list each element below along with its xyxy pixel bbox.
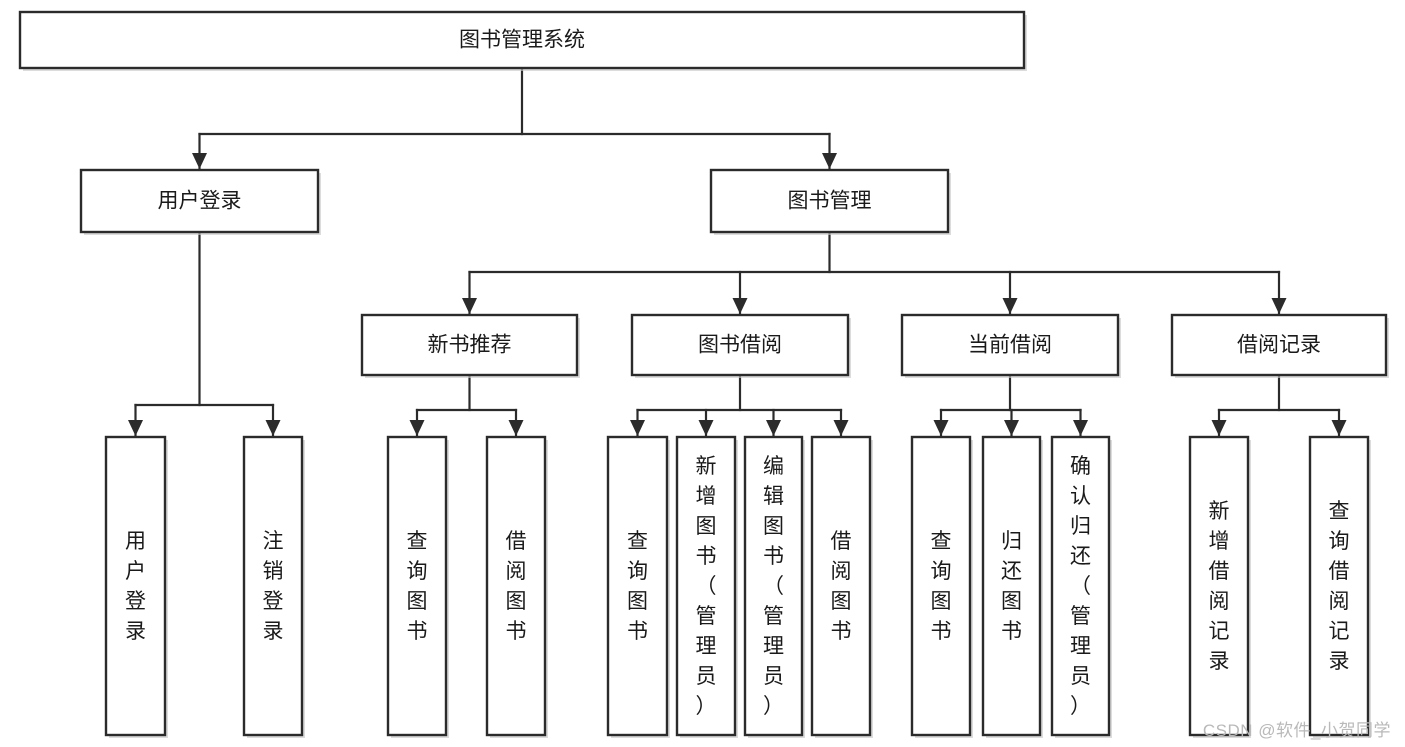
arrow-head-icon (1271, 298, 1287, 314)
arrow-head-icon (192, 153, 207, 169)
node-rect[interactable] (360, 313, 579, 377)
node-label: 当前借阅 (968, 334, 1052, 357)
node-leaf_edit_book[interactable]: 编辑图书（管理员） (743, 435, 805, 738)
arrow-head-icon (822, 153, 837, 169)
node-label: 确认归还（管理员） (1070, 455, 1091, 718)
node-rect[interactable] (709, 168, 950, 234)
node-leaf_add_record[interactable]: 新增借阅记录 (1188, 435, 1251, 738)
node-leaf_borrow_book_b[interactable]: 借阅图书 (810, 435, 873, 738)
arrow-head-icon (630, 420, 645, 436)
node-leaf_borrow_book_a[interactable]: 借阅图书 (485, 435, 548, 738)
node-rect[interactable] (900, 313, 1120, 377)
node-rect[interactable] (810, 435, 872, 737)
node-leaf_user_login[interactable]: 用户登录 (104, 435, 168, 738)
node-rect[interactable] (104, 435, 167, 737)
arrow-head-icon (265, 420, 281, 436)
node-rect[interactable] (1188, 435, 1250, 737)
node-rect[interactable] (606, 435, 669, 737)
arrow-head-icon (128, 420, 143, 436)
node-label: 借阅图书 (831, 530, 852, 643)
node-rect[interactable] (910, 435, 972, 737)
node-label: 用户登录 (125, 530, 146, 643)
node-label: 新增借阅记录 (1209, 500, 1230, 673)
node-label: 新书推荐 (428, 334, 512, 357)
node-rect[interactable] (675, 435, 737, 737)
node-user_login[interactable]: 用户登录 (79, 168, 321, 235)
node-rect[interactable] (1308, 435, 1370, 737)
arrow-head-icon (1211, 420, 1227, 436)
node-label: 新增图书（管理员） (696, 455, 717, 718)
node-layer: 图书管理系统用户登录图书管理新书推荐图书借阅当前借阅借阅记录用户登录注销登录查询… (18, 10, 1389, 738)
node-label: 查询图书 (407, 530, 428, 643)
node-leaf_confirm_return[interactable]: 确认归还（管理员） (1050, 435, 1112, 738)
arrow-head-icon (933, 420, 949, 436)
arrow-head-icon (1004, 420, 1019, 436)
node-current_borrow[interactable]: 当前借阅 (900, 313, 1121, 378)
node-rect[interactable] (1170, 313, 1388, 377)
node-rect[interactable] (386, 435, 448, 737)
node-label: 注销登录 (263, 530, 284, 643)
arrow-head-icon (508, 420, 524, 436)
node-rect[interactable] (242, 435, 304, 737)
arrow-head-icon (766, 420, 781, 436)
arrow-head-icon (1331, 420, 1347, 436)
arrow-head-icon (732, 298, 748, 314)
node-leaf_return_book[interactable]: 归还图书 (981, 435, 1043, 738)
node-label: 查询借阅记录 (1329, 500, 1350, 673)
node-rect[interactable] (743, 435, 804, 737)
arrow-head-icon (409, 420, 425, 436)
node-label: 图书借阅 (698, 334, 782, 357)
node-rect[interactable] (18, 10, 1026, 70)
arrow-head-icon (462, 298, 477, 314)
node-label: 图书管理系统 (459, 29, 585, 52)
node-rect[interactable] (630, 313, 850, 377)
csdn-watermark: CSDN @软件_小贺同学 (1202, 721, 1391, 740)
node-new_book_rec[interactable]: 新书推荐 (360, 313, 580, 378)
node-label: 查询图书 (931, 530, 952, 643)
node-root[interactable]: 图书管理系统 (18, 10, 1027, 71)
node-leaf_query_book_b[interactable]: 查询图书 (606, 435, 670, 738)
node-leaf_query_book_c[interactable]: 查询图书 (910, 435, 973, 738)
node-leaf_query_record[interactable]: 查询借阅记录 (1308, 435, 1371, 738)
node-label: 归还图书 (1001, 530, 1022, 643)
node-label: 编辑图书（管理员） (763, 455, 784, 718)
arrow-head-icon (1073, 420, 1088, 436)
node-rect[interactable] (981, 435, 1042, 737)
arrow-head-icon (833, 420, 849, 436)
node-rect[interactable] (485, 435, 547, 737)
node-rect[interactable] (79, 168, 320, 234)
node-book_borrow[interactable]: 图书借阅 (630, 313, 851, 378)
arrow-head-icon (1002, 298, 1018, 314)
node-borrow_record[interactable]: 借阅记录 (1170, 313, 1389, 378)
node-leaf_query_book_a[interactable]: 查询图书 (386, 435, 449, 738)
node-label: 借阅记录 (1237, 334, 1321, 357)
arrow-head-icon (698, 420, 714, 436)
node-leaf_user_logout[interactable]: 注销登录 (242, 435, 305, 738)
node-leaf_add_book[interactable]: 新增图书（管理员） (675, 435, 738, 738)
node-rect[interactable] (1050, 435, 1111, 737)
node-label: 借阅图书 (506, 530, 527, 643)
node-book_manage[interactable]: 图书管理 (709, 168, 951, 235)
connector-layer (128, 66, 1347, 438)
node-label: 图书管理 (788, 190, 872, 213)
node-label: 用户登录 (158, 190, 242, 213)
node-label: 查询图书 (627, 530, 648, 643)
